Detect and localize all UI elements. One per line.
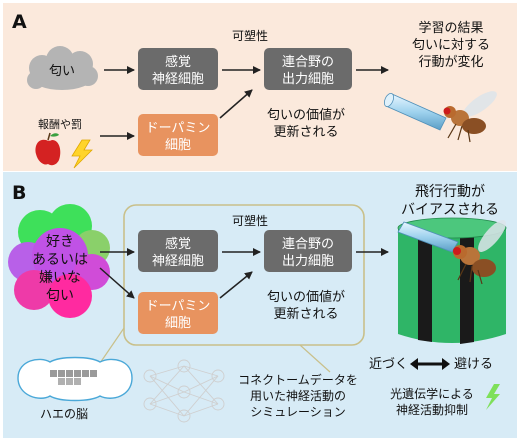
arrow-dopamine-to-synapse-b — [219, 271, 253, 299]
sensory-b-line2: 神経細胞 — [152, 254, 204, 269]
smell-cloud — [27, 46, 98, 90]
tethered-fly-icon — [453, 220, 506, 285]
neural-network-icon — [143, 359, 225, 423]
result-line2: 匂いに対する — [412, 38, 490, 53]
optogenetics-line2: 神経活動抑制 — [396, 402, 468, 417]
dopamine-b-line2: 細胞 — [165, 316, 191, 331]
plasticity-label-b: 可塑性 — [232, 213, 268, 228]
output-cell-box — [264, 48, 352, 90]
flight-bias-line1: 飛行行動が — [415, 184, 485, 200]
simulation-line3: シミュレーション — [250, 405, 346, 419]
double-arrow-icon — [410, 358, 450, 370]
value-update-b-line1: 匂いの価値が — [267, 289, 345, 305]
approach-label: 近づく — [369, 357, 408, 372]
simulation-line2: 用いた神経活動の — [250, 389, 346, 403]
dopamine-box-line2: 細胞 — [165, 138, 191, 153]
simulation-line1: コネクトームデータを — [238, 372, 358, 387]
value-update-line1: 匂いの価値が — [267, 107, 345, 123]
lightning-icon — [71, 139, 93, 169]
value-update-b-line2: 更新される — [273, 306, 338, 322]
dopamine-b-line1: ドーパミン — [146, 299, 211, 314]
arrow-blob-to-dopamine — [99, 267, 135, 299]
output-b-line1: 連合野の — [282, 237, 334, 252]
output-cell-box-b — [264, 230, 352, 272]
result-line1: 学習の結果 — [418, 20, 483, 36]
odor-blob — [8, 204, 110, 318]
avoid-label: 避ける — [454, 357, 493, 372]
plasticity-label: 可塑性 — [232, 28, 268, 43]
arrow-dopamine-to-synapse — [219, 89, 253, 119]
result-line3: 行動が変化 — [418, 54, 483, 70]
optogenetics-line1: 光遺伝学による — [390, 386, 474, 401]
blob-line1: 好き — [46, 234, 74, 250]
blob-line4: 匂い — [46, 288, 74, 304]
blob-line2: あるいは — [32, 252, 88, 268]
sensory-neuron-box — [138, 48, 218, 90]
value-update-line2: 更新される — [273, 124, 338, 140]
zoom-line-left — [97, 327, 125, 367]
dopamine-cell-box — [138, 114, 218, 156]
panel-b-label: B — [12, 182, 26, 204]
panel-a-background — [3, 3, 517, 171]
fly-brain-icon — [17, 356, 133, 402]
tether-rod — [397, 221, 459, 253]
dopamine-cell-box-b — [138, 292, 218, 334]
output-b-line2: 出力細胞 — [282, 254, 334, 269]
sensory-box-line1: 感覚 — [165, 54, 191, 70]
flight-bias-line2: バイアスされる — [401, 202, 499, 218]
reward-label: 報酬や罰 — [38, 118, 82, 131]
blob-line3: 嫌いな — [39, 270, 81, 286]
smell-label: 匂い — [49, 64, 75, 79]
apple-icon — [35, 132, 61, 166]
tube-icon — [383, 93, 447, 131]
sensory-neuron-box-b — [138, 230, 218, 272]
fly-brain-label: ハエの脳 — [40, 407, 88, 421]
output-box-line1: 連合野の — [282, 55, 334, 70]
zoom-line-right — [299, 344, 331, 373]
simulation-frame — [123, 204, 365, 346]
output-box-line2: 出力細胞 — [282, 72, 334, 87]
light-bolt-icon — [486, 384, 500, 410]
fly-icon — [443, 91, 497, 143]
sensory-b-line1: 感覚 — [165, 236, 191, 252]
sensory-box-line2: 神経細胞 — [152, 72, 204, 87]
panel-a-label: A — [12, 11, 27, 33]
dopamine-box-line1: ドーパミン — [146, 121, 211, 136]
